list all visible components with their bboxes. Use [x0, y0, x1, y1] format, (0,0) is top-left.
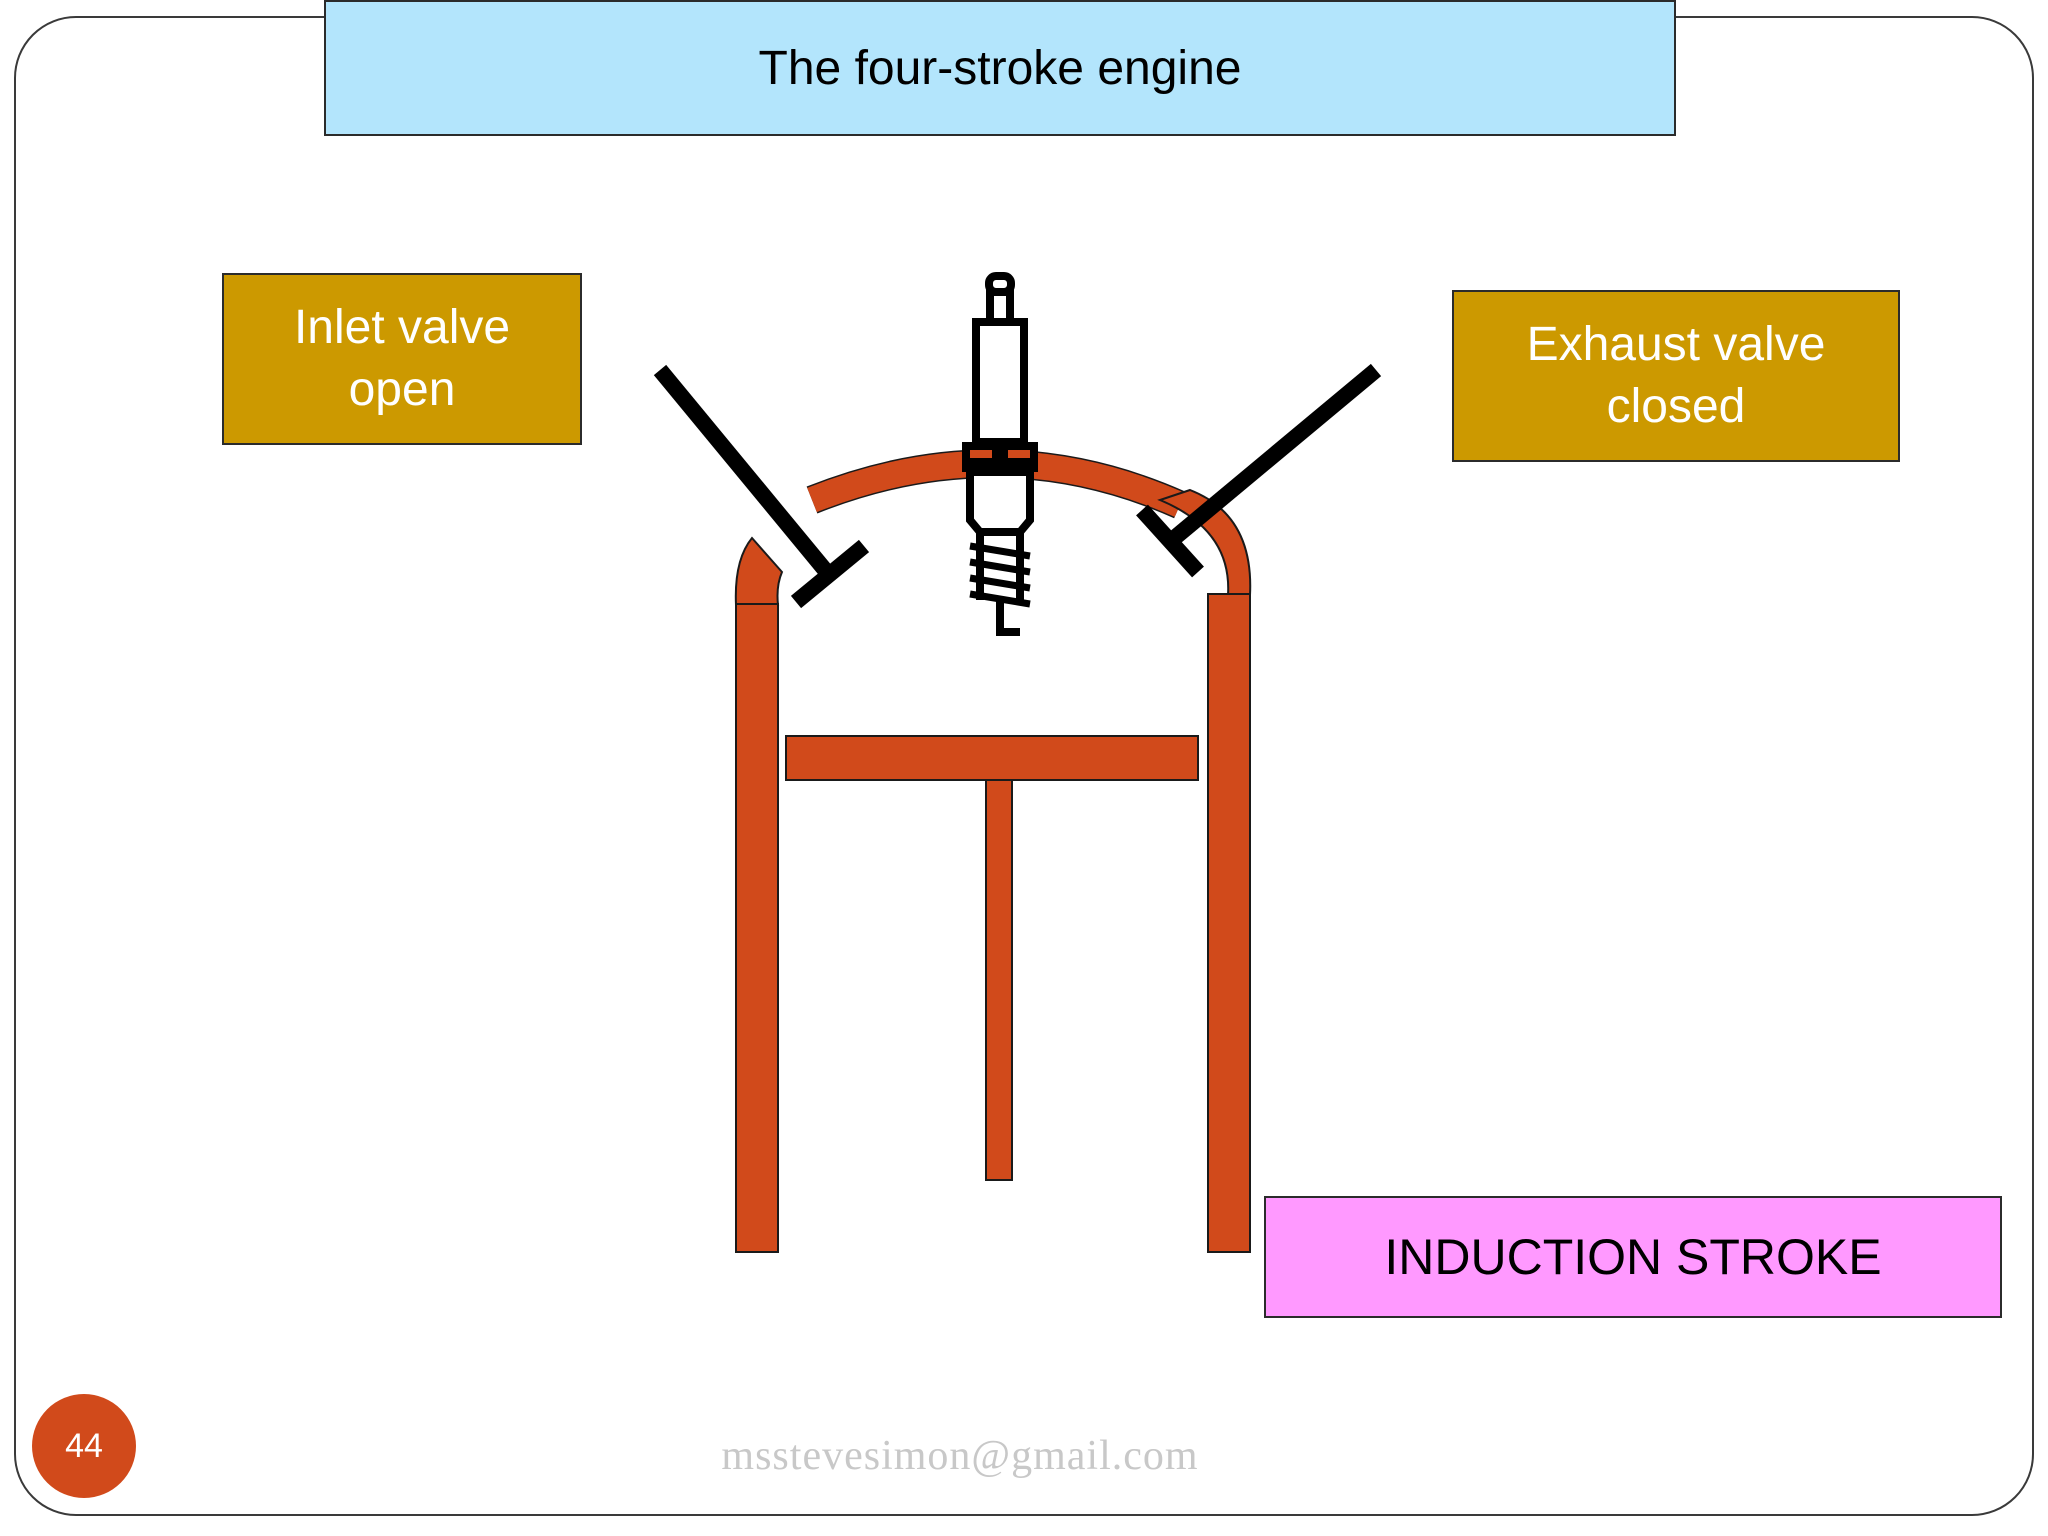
cylinder-right-wall [1207, 593, 1251, 1253]
title-box: The four-stroke engine [324, 0, 1676, 136]
inlet-label-line-2: open [348, 363, 456, 416]
piston-crown [785, 735, 1199, 781]
exhaust-valve-label: Exhaust valve closed [1452, 290, 1900, 462]
cylinder-left-wall [735, 603, 779, 1253]
exhaust-valve [1136, 363, 1382, 578]
inlet-valve [653, 364, 870, 609]
stroke-label-text: INDUCTION STROKE [1384, 1229, 1882, 1285]
exhaust-label-line-2: closed [1606, 380, 1746, 433]
connecting-rod [985, 779, 1013, 1181]
spark-plug-icon [962, 272, 1038, 636]
slide-title: The four-stroke engine [758, 41, 1242, 95]
page-number-badge: 44 [32, 1394, 136, 1498]
page-number-text: 44 [65, 1426, 103, 1465]
cylinder-left-shoulder [734, 536, 784, 606]
inlet-valve-label: Inlet valve open [222, 273, 582, 445]
footer-email: msstevesimon@gmail.com [721, 1433, 1199, 1479]
inlet-label-line-1: Inlet valve [293, 301, 511, 354]
exhaust-label-line-1: Exhaust valve [1526, 318, 1826, 371]
stroke-label: INDUCTION STROKE [1264, 1196, 2002, 1318]
